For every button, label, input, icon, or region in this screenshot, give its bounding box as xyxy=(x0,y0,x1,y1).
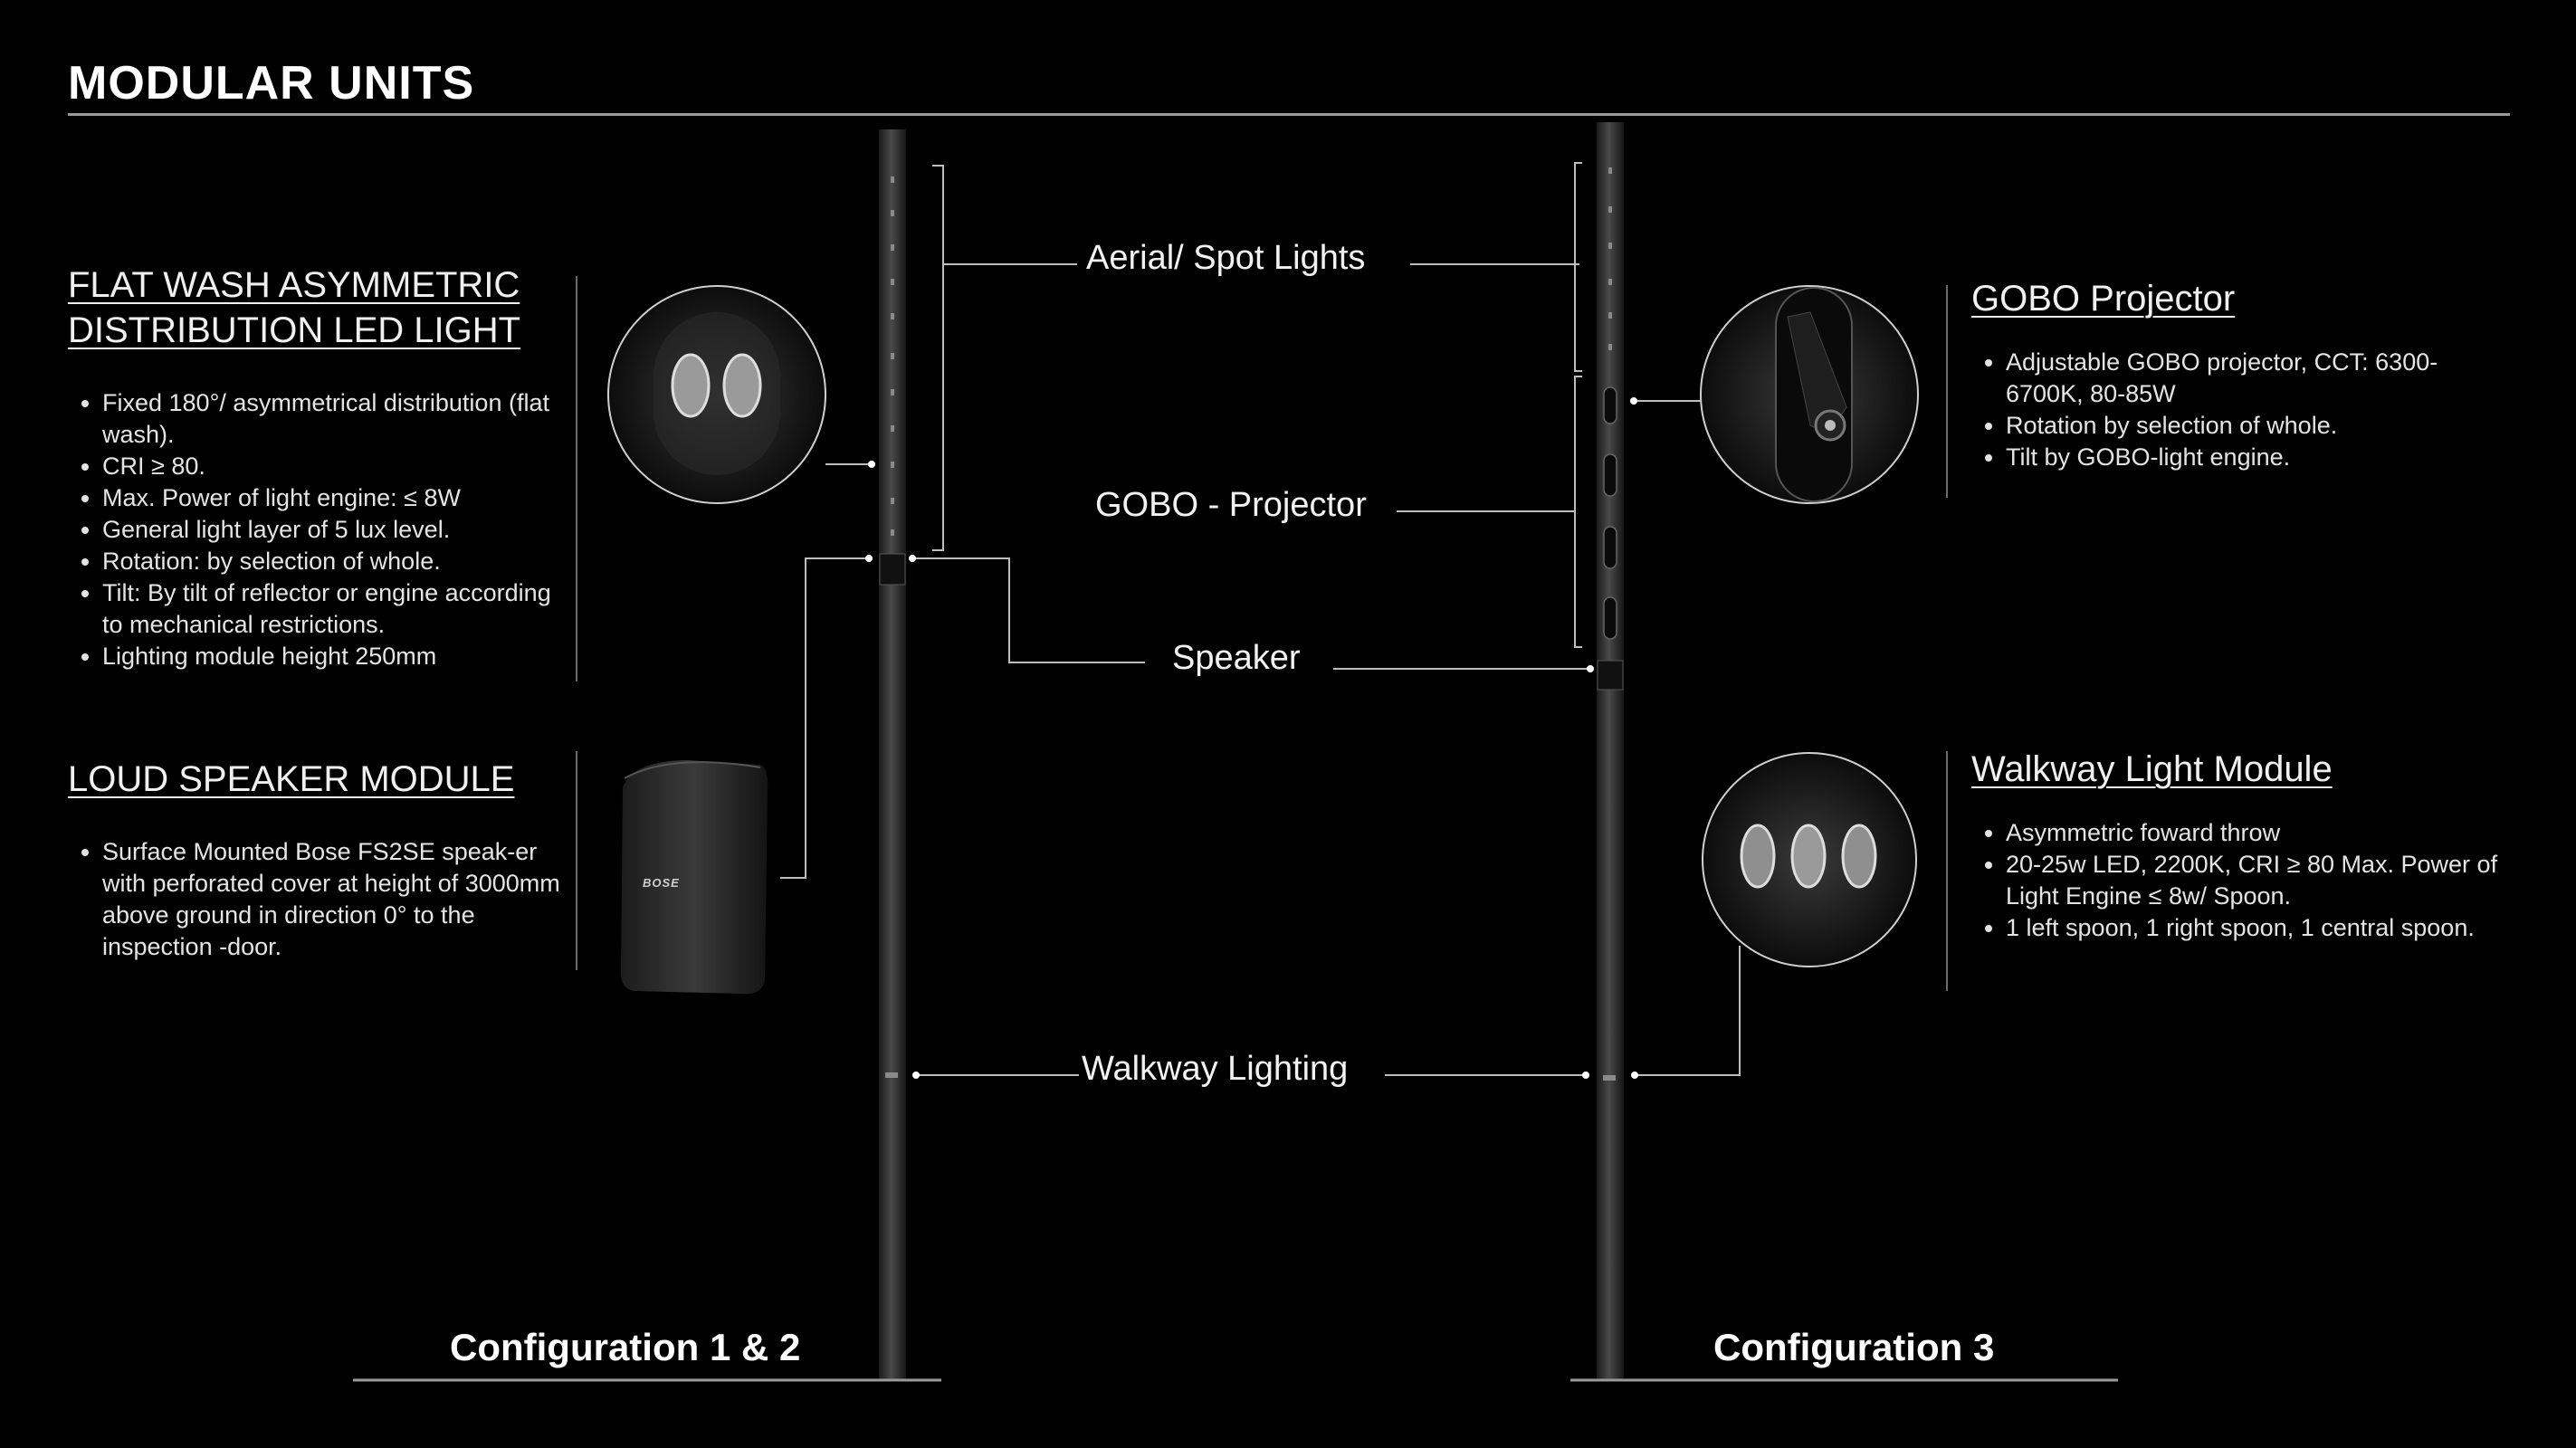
walkway-heading: Walkway Light Module xyxy=(1971,749,2333,789)
configuration-3-label: Configuration 3 xyxy=(1713,1326,1995,1368)
pole-config-3 xyxy=(1597,122,1624,1380)
label-aerial-spot-lights: Aerial/ Spot Lights xyxy=(1086,239,1366,277)
label-walkway-lighting: Walkway Lighting xyxy=(1082,1050,1349,1088)
walkway-section: Walkway Light Module Asymmetric foward t… xyxy=(1971,747,2514,944)
bose-speaker-image xyxy=(621,760,768,995)
flat-wash-side-rule xyxy=(576,276,577,681)
gobo-zoom-circle xyxy=(1700,285,1919,504)
list-item: Tilt: By tilt of reflector or engine acc… xyxy=(102,577,575,641)
flat-wash-bullet-list: Fixed 180°/ asymmetrical distribution (f… xyxy=(68,387,575,672)
label-speaker: Speaker xyxy=(1172,639,1301,677)
speaker-bullet-list: Surface Mounted Bose FS2SE speak-er with… xyxy=(68,836,575,963)
speaker-section: LOUD SPEAKER MODULE Surface Mounted Bose… xyxy=(68,757,575,963)
list-item: Asymmetric foward throw xyxy=(2006,817,2514,849)
page-title: MODULAR UNITS xyxy=(68,57,475,110)
list-item: Max. Power of light engine: ≤ 8W xyxy=(102,482,575,514)
list-item: CRI ≥ 80. xyxy=(102,451,575,482)
list-item: 1 left spoon, 1 right spoon, 1 central s… xyxy=(2006,912,2514,944)
leader-dots xyxy=(865,397,1638,1079)
list-item: Adjustable GOBO projector, CCT: 6300-670… xyxy=(2006,347,2514,410)
gobo-heading: GOBO Projector xyxy=(1971,279,2236,319)
speaker-heading: LOUD SPEAKER MODULE xyxy=(68,759,515,799)
list-item: Surface Mounted Bose FS2SE speak-er with… xyxy=(102,836,575,963)
walkway-bullet-list: Asymmetric foward throw 20-25w LED, 2200… xyxy=(1971,817,2514,944)
gobo-section: GOBO Projector Adjustable GOBO projector… xyxy=(1971,276,2514,473)
pole1-speaker-block xyxy=(879,553,906,586)
speaker-side-rule xyxy=(576,751,577,970)
title-divider xyxy=(68,113,2510,116)
list-item: Tilt by GOBO-light engine. xyxy=(2006,442,2514,473)
bose-logo: BOSE xyxy=(643,876,680,890)
pole1-led-marks xyxy=(885,176,898,1078)
label-gobo-projector: GOBO - Projector xyxy=(1095,486,1367,524)
gobo-side-rule xyxy=(1946,285,1948,498)
list-item: 20-25w LED, 2200K, CRI ≥ 80 Max. Power o… xyxy=(2006,849,2514,912)
list-item: Lighting module height 250mm xyxy=(102,641,575,672)
list-item: Rotation by selection of whole. xyxy=(2006,410,2514,442)
walkway-zoom-circle xyxy=(1702,752,1917,967)
list-item: General light layer of 5 lux level. xyxy=(102,514,575,546)
list-item: Fixed 180°/ asymmetrical distribution (f… xyxy=(102,387,575,451)
flat-wash-heading-line1: FLAT WASH ASYMMETRIC xyxy=(68,265,520,305)
pole-config-1-2 xyxy=(879,129,906,1380)
pole3-speaker-block xyxy=(1597,660,1624,691)
flat-wash-heading-line2: DISTRIBUTION LED LIGHT xyxy=(68,310,521,350)
flat-wash-section: FLAT WASH ASYMMETRIC DISTRIBUTION LED LI… xyxy=(68,262,575,672)
pole3-led-marks xyxy=(1603,167,1616,1081)
leader-lines xyxy=(780,162,1741,1076)
list-item: Rotation: by selection of whole. xyxy=(102,546,575,577)
configuration-1-2-label: Configuration 1 & 2 xyxy=(450,1326,801,1368)
flat-wash-zoom-circle xyxy=(607,285,826,504)
pole3-gobo-slots xyxy=(1603,386,1617,640)
walkway-side-rule xyxy=(1946,751,1948,991)
gobo-bullet-list: Adjustable GOBO projector, CCT: 6300-670… xyxy=(1971,347,2514,473)
